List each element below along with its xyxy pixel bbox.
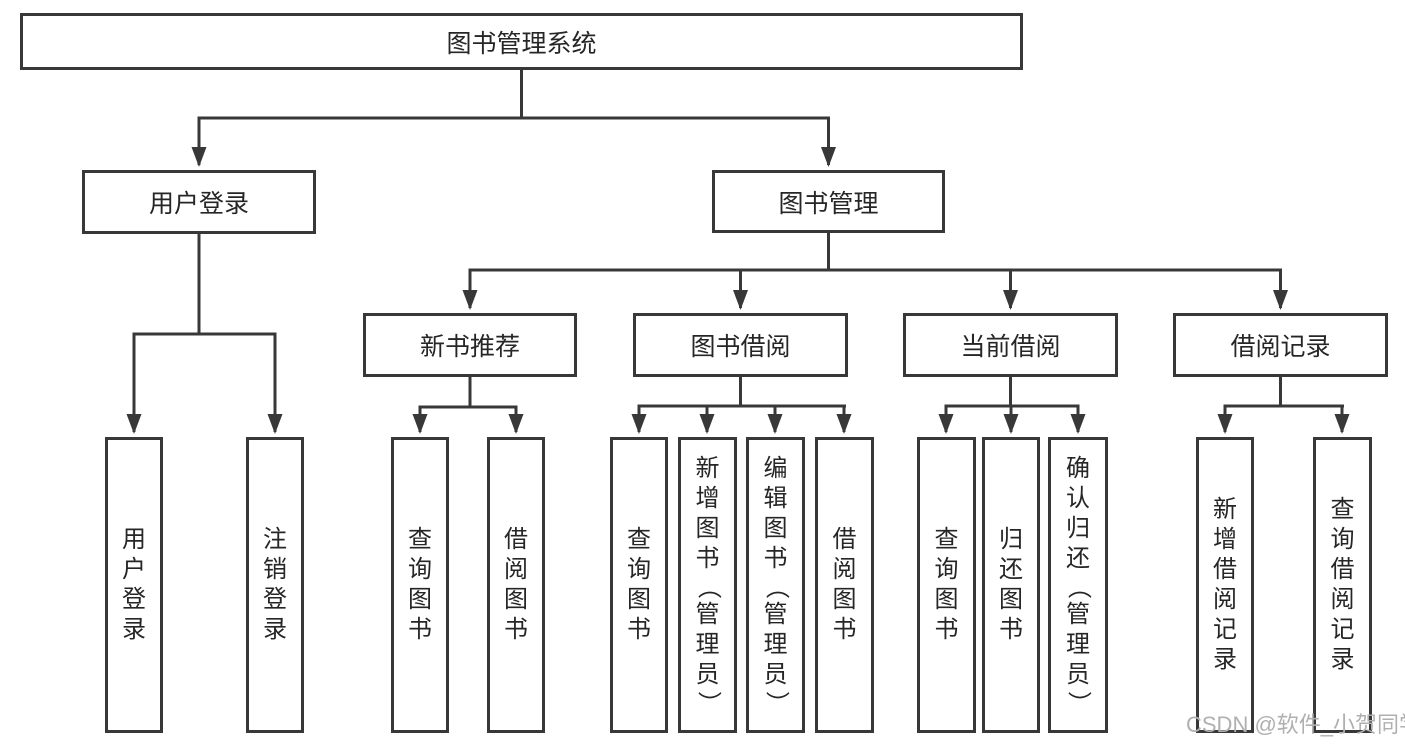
node-current-borrow: 当前借阅 [903, 313, 1118, 377]
node-leaf-query-books-1: 查询图书 [391, 437, 449, 733]
node-book-borrow: 图书借阅 [633, 313, 848, 377]
node-leaf-add-books-admin: 新增图书（管理员） [678, 437, 737, 733]
edge-borrow-records-split [1217, 377, 1350, 434]
node-leaf-query-borrow-record: 查询借阅记录 [1313, 437, 1372, 733]
node-new-book-recommend: 新书推荐 [363, 313, 577, 377]
node-library-management-system: 图书管理系统 [20, 13, 1023, 70]
node-leaf-borrow-books-1: 借阅图书 [487, 437, 545, 733]
edge-user-login-split [126, 234, 283, 434]
node-book-management: 图书管理 [712, 170, 945, 233]
node-leaf-edit-books-admin: 编辑图书（管理员） [746, 437, 805, 733]
edge-book-management-split [462, 233, 1288, 310]
node-leaf-query-books-2: 查询图书 [610, 437, 668, 733]
node-leaf-confirm-return-admin: 确认归还（管理员） [1048, 437, 1108, 733]
node-leaf-borrow-books-2: 借阅图书 [815, 437, 874, 733]
edge-new-book-recommend-split [412, 377, 524, 434]
edge-root-split [191, 70, 836, 167]
node-borrow-records: 借阅记录 [1173, 313, 1388, 377]
node-user-login: 用户登录 [82, 170, 316, 234]
edge-current-borrow-split [938, 377, 1086, 434]
node-leaf-query-books-3: 查询图书 [917, 437, 976, 733]
csdn-watermark: CSDN @软件_小贺同学 [1186, 712, 1405, 737]
edge-book-borrow-split [631, 377, 852, 434]
node-leaf-return-books: 归还图书 [982, 437, 1040, 733]
node-leaf-logout: 注销登录 [246, 437, 304, 733]
node-leaf-user-login: 用户登录 [105, 437, 163, 733]
node-leaf-add-borrow-record: 新增借阅记录 [1196, 437, 1254, 733]
